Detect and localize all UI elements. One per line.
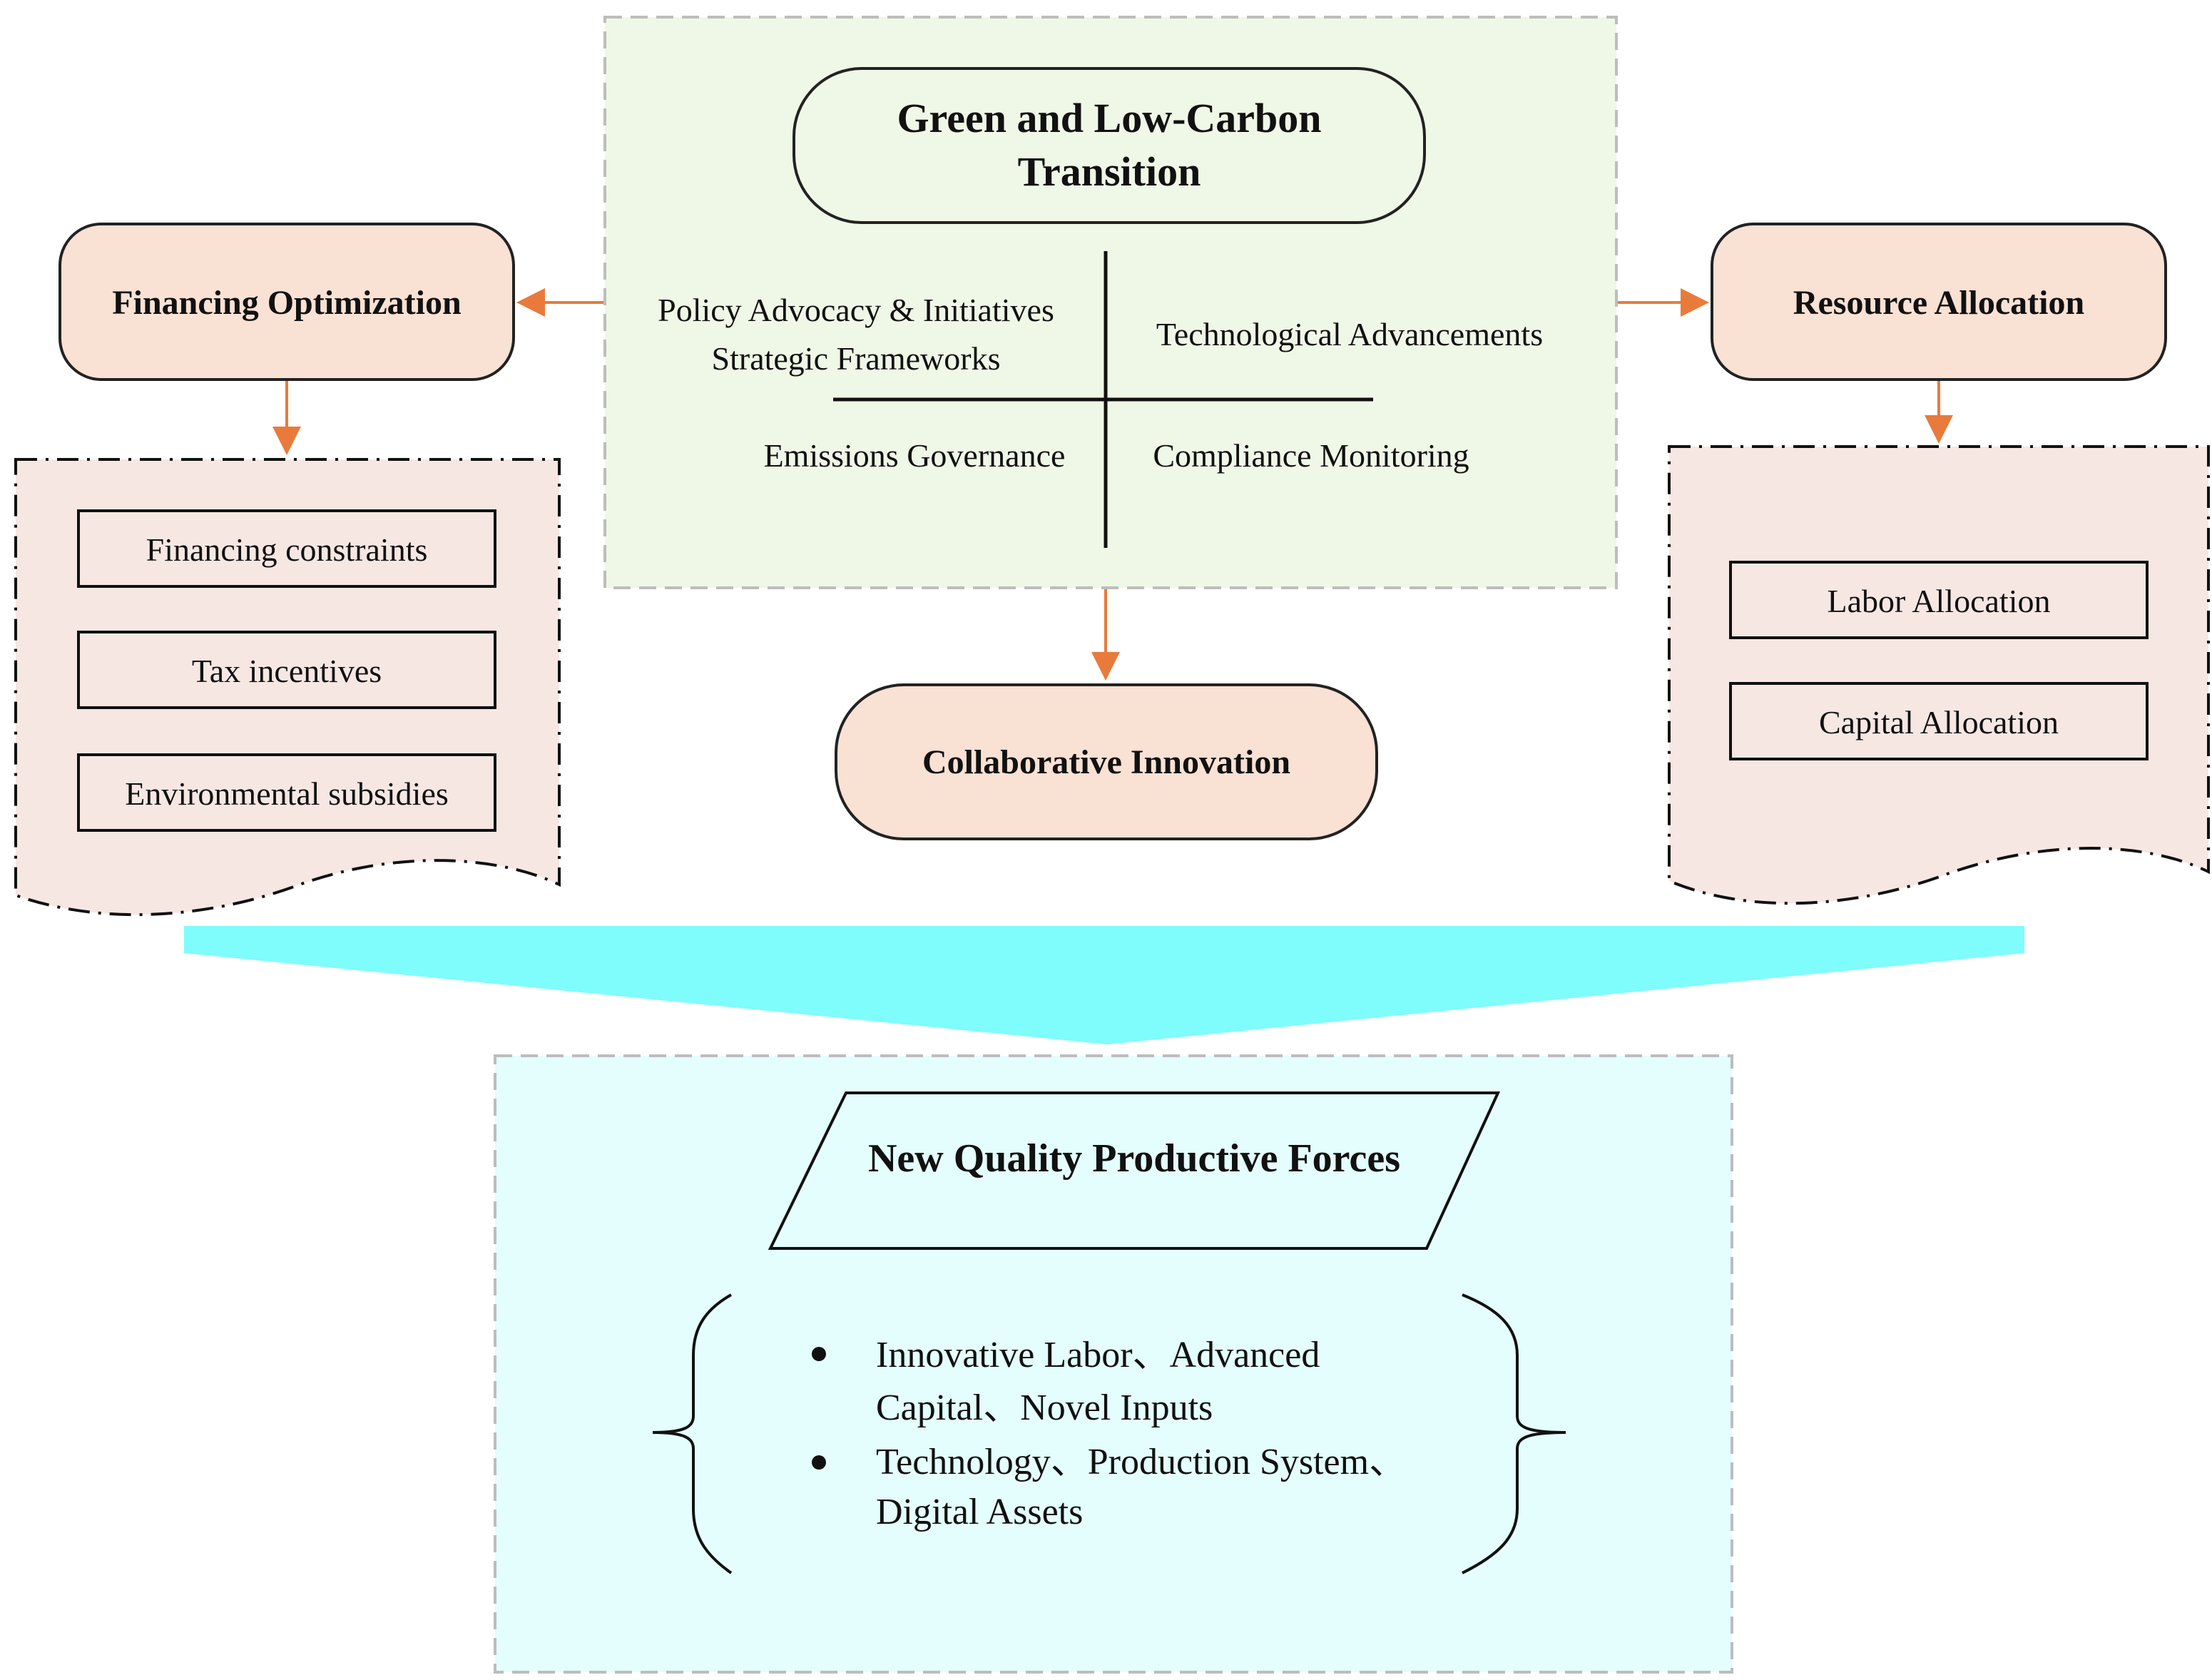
transition-title-box	[792, 67, 1426, 224]
right-brace	[1462, 1293, 1566, 1574]
financing-item-box-1	[77, 509, 496, 588]
productive-forces-title-box	[768, 1091, 1501, 1250]
collaborative-title: Collaborative Innovation	[922, 743, 1290, 781]
quadrant-emissions: Emissions Governance	[764, 437, 1066, 474]
financing-item-box-3	[77, 753, 496, 832]
bullet1-line1: Innovative Labor、Advanced	[876, 1335, 1320, 1375]
financing-title-box	[58, 223, 515, 381]
quadrant-technology: Technological Advancements	[1156, 316, 1543, 352]
resource-title: Resource Allocation	[1793, 284, 2084, 322]
quadrant-policy-line1: Policy Advocacy & Initiatives	[658, 292, 1054, 328]
resource-document-panel	[1668, 445, 2210, 905]
productive-forces-title: New Quality Productive Forces	[868, 1136, 1400, 1181]
collaborative-title-box	[835, 683, 1378, 840]
resource-item-box-1	[1729, 561, 2149, 639]
bullet2-line2: Digital Assets	[876, 1492, 1083, 1532]
bullet1-line2: Capital、Novel Inputs	[876, 1388, 1213, 1428]
productive-forces-panel: New Quality Productive Forces Innovative…	[494, 1054, 1733, 1674]
collaborative-group: Collaborative Innovation	[835, 589, 1378, 840]
left-brace	[652, 1293, 733, 1574]
financing-item-2: Tax incentives	[192, 653, 382, 689]
bullet-dot-1	[812, 1347, 826, 1361]
resource-item-box-2	[1729, 682, 2149, 760]
quadrant-compliance: Compliance Monitoring	[1153, 437, 1469, 474]
bullet2-line1: Technology、Production System、	[876, 1442, 1406, 1482]
resource-item-2: Capital Allocation	[1819, 704, 2059, 740]
financing-title: Financing Optimization	[112, 284, 461, 322]
bullet-dot-2	[812, 1455, 826, 1470]
financing-item-box-2	[77, 631, 496, 709]
resource-title-box	[1711, 223, 2167, 381]
resource-group: Resource Allocation Labor Allocation Cap…	[1618, 223, 2210, 905]
transition-title-line2: Transition	[1018, 148, 1201, 195]
transition-title-line1: Green and Low-Carbon	[897, 95, 1321, 141]
convergence-funnel	[184, 926, 2024, 1044]
quadrant-policy-line2: Strategic Frameworks	[712, 340, 1001, 377]
transition-panel: Green and Low-Carbon Transition Policy A…	[603, 16, 1618, 589]
financing-item-3: Environmental subsidies	[125, 775, 449, 812]
financing-item-1: Financing constraints	[146, 531, 428, 568]
financing-group: Financing Optimization Financing constra…	[14, 223, 603, 917]
resource-item-1: Labor Allocation	[1828, 583, 2051, 619]
